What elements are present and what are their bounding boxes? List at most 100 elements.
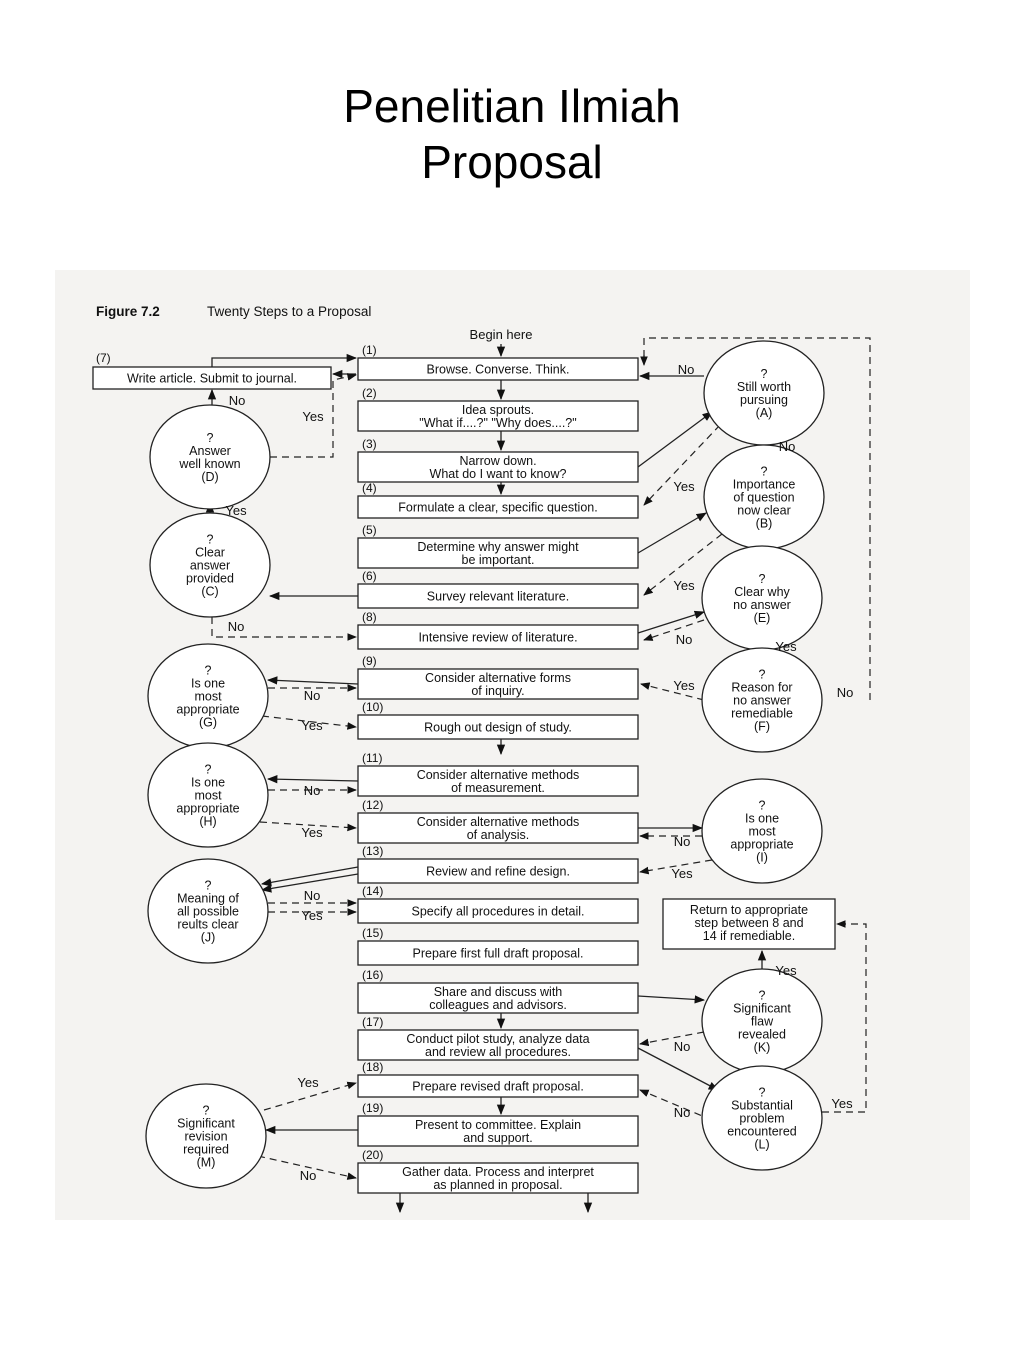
yes-label-16: Yes xyxy=(301,825,323,840)
step-1-text-line-1: Browse. Converse. Think. xyxy=(427,363,570,377)
decision-b-line-2: Importance xyxy=(733,478,796,492)
return-box-line-1: Return to appropriate xyxy=(690,903,808,917)
edge-37 xyxy=(639,859,713,875)
step-14-text-line-1: Specify all procedures in detail. xyxy=(411,905,584,919)
step-16-text-line-1: Share and discuss with xyxy=(434,985,563,999)
step-20-number: (20) xyxy=(362,1148,383,1162)
decision-i-line-4: appropriate xyxy=(730,838,793,852)
step-box-10 xyxy=(357,714,639,740)
step-10-number: (10) xyxy=(362,700,383,714)
decision-f-line-5: (F) xyxy=(754,720,770,734)
edge-32 xyxy=(266,775,359,784)
step-16-text-line-2: colleagues and advisors. xyxy=(429,998,567,1012)
step-19-text-line-1: Present to committee. Explain xyxy=(415,1118,581,1132)
step-13-text-line-1: Review and refine design. xyxy=(426,865,570,879)
decision-l-line-2: Substantial xyxy=(731,1099,793,1113)
step-box-13 xyxy=(357,858,639,884)
yes-label-8: Yes xyxy=(225,503,247,518)
edge-13 xyxy=(270,373,357,458)
step-box-17 xyxy=(357,1029,639,1061)
edge-24 xyxy=(211,617,357,641)
step-12-text-line-2: of analysis. xyxy=(467,828,530,842)
step-11-text-line-1: Consider alternative methods xyxy=(417,768,580,782)
decision-l-line-1: ? xyxy=(759,1086,766,1100)
step-box-19 xyxy=(357,1115,639,1147)
yes-label-18: Yes xyxy=(671,866,693,881)
step-12-number: (12) xyxy=(362,798,383,812)
slide-title-line-2: Proposal xyxy=(421,136,603,188)
step-13-number: (13) xyxy=(362,844,383,858)
step-7-text-line-1: Write article. Submit to journal. xyxy=(127,372,297,386)
step-box-20 xyxy=(357,1162,639,1194)
step-1-number: (1) xyxy=(362,343,377,357)
decision-g-line-1: ? xyxy=(205,664,212,678)
yes-label-7: Yes xyxy=(673,578,695,593)
no-label-17: No xyxy=(674,834,691,849)
no-label-19: No xyxy=(304,888,321,903)
decision-m-line-2: Significant xyxy=(177,1117,235,1131)
edge-46 xyxy=(639,1089,713,1121)
decision-l-line-5: (L) xyxy=(754,1138,769,1152)
edge-25 xyxy=(637,610,705,634)
decision-e-line-1: ? xyxy=(759,572,766,586)
decision-d-line-4: (D) xyxy=(201,470,218,484)
return-box xyxy=(662,898,836,950)
decision-f-line-2: Reason for xyxy=(731,681,792,695)
decision-l-line-4: encountered xyxy=(727,1125,797,1139)
no-label-15: No xyxy=(304,783,321,798)
no-label-13: No xyxy=(304,688,321,703)
decision-b-line-4: now clear xyxy=(737,504,791,518)
decision-j-line-3: all possible xyxy=(177,905,239,919)
step-box-5 xyxy=(357,537,639,569)
step-box-3 xyxy=(357,451,639,483)
step-box-15 xyxy=(357,940,639,966)
step-6-text-line-1: Survey relevant literature. xyxy=(427,590,569,604)
no-label-1: No xyxy=(229,393,246,408)
decision-d-line-3: well known xyxy=(178,457,240,471)
decision-e-line-3: no answer xyxy=(733,598,791,612)
yes-label-20: Yes xyxy=(301,908,323,923)
decision-d-line-2: Answer xyxy=(189,444,231,458)
decision-j xyxy=(147,858,269,964)
step-17-text-line-2: and review all procedures. xyxy=(425,1045,571,1059)
no-label-21: No xyxy=(674,1039,691,1054)
edge-21 xyxy=(643,533,723,596)
step-10-text-line-1: Rough out design of study. xyxy=(424,721,572,735)
edge-18 xyxy=(637,411,713,468)
decision-b-line-1: ? xyxy=(761,465,768,479)
edge-43 xyxy=(639,1031,705,1047)
decision-i xyxy=(701,778,823,884)
step-box-18 xyxy=(357,1074,639,1098)
edge-20 xyxy=(637,512,707,554)
edge-50 xyxy=(257,1155,357,1180)
decision-c xyxy=(149,512,271,618)
step-4-text-line-1: Formulate a clear, specific question. xyxy=(398,501,597,515)
decision-e-line-4: (E) xyxy=(754,611,771,625)
decision-c-line-4: provided xyxy=(186,572,234,586)
step-17-number: (17) xyxy=(362,1015,383,1029)
flowchart-nodes: Browse. Converse. Think.(1)Idea sprouts.… xyxy=(92,340,836,1194)
edge-45 xyxy=(637,1047,719,1091)
step-box-1 xyxy=(357,357,639,381)
no-label-23: No xyxy=(674,1105,691,1120)
step-box-8 xyxy=(357,624,639,650)
decision-h-line-4: appropriate xyxy=(176,802,239,816)
edge-49 xyxy=(263,1081,357,1111)
yes-label-6: Yes xyxy=(673,479,695,494)
step-8-number: (8) xyxy=(362,610,377,624)
step-box-14 xyxy=(357,898,639,924)
decision-g-line-5: (G) xyxy=(199,716,217,730)
decision-b-line-5: (B) xyxy=(756,517,773,531)
no-label-5: No xyxy=(779,439,796,454)
step-5-number: (5) xyxy=(362,523,377,537)
step-5-text-line-1: Determine why answer might xyxy=(417,540,579,554)
decision-j-line-1: ? xyxy=(205,879,212,893)
edge-38 xyxy=(260,866,359,887)
begin-here-label: Begin here xyxy=(470,327,533,342)
yes-label-2: Yes xyxy=(302,409,324,424)
step-9-number: (9) xyxy=(362,654,377,668)
step-11-text-line-2: of measurement. xyxy=(451,781,545,795)
decision-h-line-2: Is one xyxy=(191,776,225,790)
